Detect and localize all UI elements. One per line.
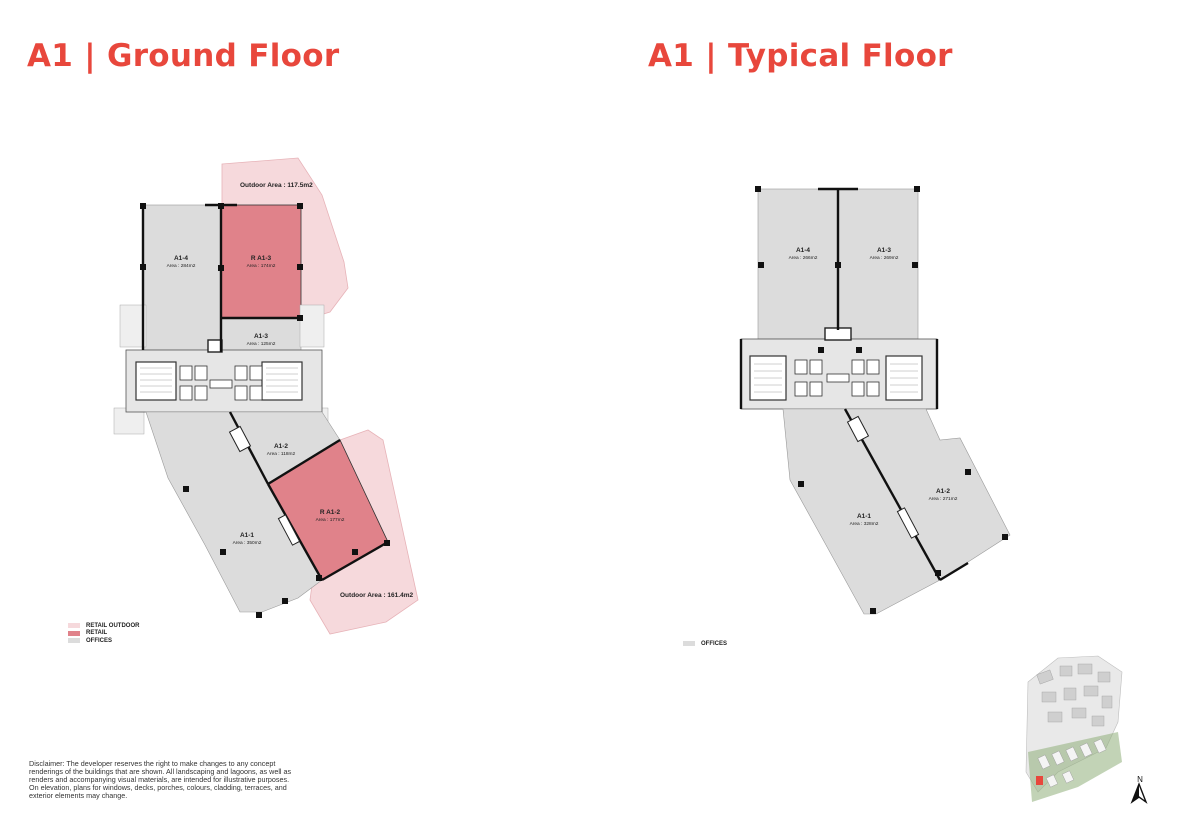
ground-floor-legend: RETAIL OUTDOOR RETAIL OFFICES	[68, 622, 139, 645]
unit-a1-1-area: Area : 350m2	[233, 540, 262, 546]
unit-a1-4-area: Area : 284m2	[167, 263, 196, 269]
svg-text:N: N	[1137, 775, 1143, 784]
typ-unit-a1-1-area: Area : 328m2	[850, 521, 879, 527]
outdoor-top-label: Outdoor Area : 117.5m2	[240, 182, 313, 189]
typical-floor-title: A1 | Typical Floor	[648, 38, 953, 74]
unit-a1-4-name: A1-4	[174, 255, 188, 262]
unit-ra1-2-name: R A1-2	[320, 509, 341, 516]
typical-floor-legend: OFFICES	[683, 640, 727, 648]
retail-ra1-3	[220, 204, 302, 319]
disclaimer-text: Disclaimer: The developer reserves the r…	[29, 759, 292, 800]
typ-unit-a1-1-name: A1-1	[857, 513, 871, 520]
legend-item-retail-outdoor: RETAIL OUTDOOR	[68, 622, 139, 630]
typ-unit-a1-3-name: A1-3	[877, 247, 891, 254]
key-plan-map	[1018, 652, 1126, 804]
unit-a1-2-area: Area : 118m2	[267, 451, 296, 457]
unit-ra1-2-area: Area : 177m2	[316, 517, 345, 523]
office-typ-a1-4	[757, 188, 839, 340]
typ-unit-a1-2-name: A1-2	[936, 488, 950, 495]
typ-unit-a1-4-name: A1-4	[796, 247, 810, 254]
legend-item-offices: OFFICES	[68, 637, 139, 645]
typ-unit-a1-2-area: Area : 271m2	[929, 496, 958, 502]
typ-unit-a1-3-area: Area : 269m2	[870, 255, 899, 261]
office-a1-4	[142, 204, 222, 351]
unit-a1-2-name: A1-2	[274, 443, 288, 450]
outdoor-bottom-label: Outdoor Area : 161.4m2	[340, 592, 413, 599]
office-typ-a1-3	[837, 188, 919, 340]
unit-a1-3-area: Area : 125m2	[247, 341, 276, 347]
unit-ra1-3-area: Area : 174m2	[247, 263, 276, 269]
office-a1-3	[220, 317, 302, 353]
unit-ra1-3-name: R A1-3	[251, 255, 272, 262]
typ-unit-a1-4-area: Area : 266m2	[789, 255, 818, 261]
unit-a1-3-name: A1-3	[254, 333, 268, 340]
legend-item-retail: RETAIL	[68, 630, 139, 638]
unit-a1-1-name: A1-1	[240, 532, 254, 539]
key-plan-marker	[1036, 776, 1043, 785]
ground-floor-title: A1 | Ground Floor	[27, 38, 340, 74]
north-arrow-icon: N	[1130, 775, 1148, 804]
legend-item-offices-typical: OFFICES	[683, 640, 727, 648]
